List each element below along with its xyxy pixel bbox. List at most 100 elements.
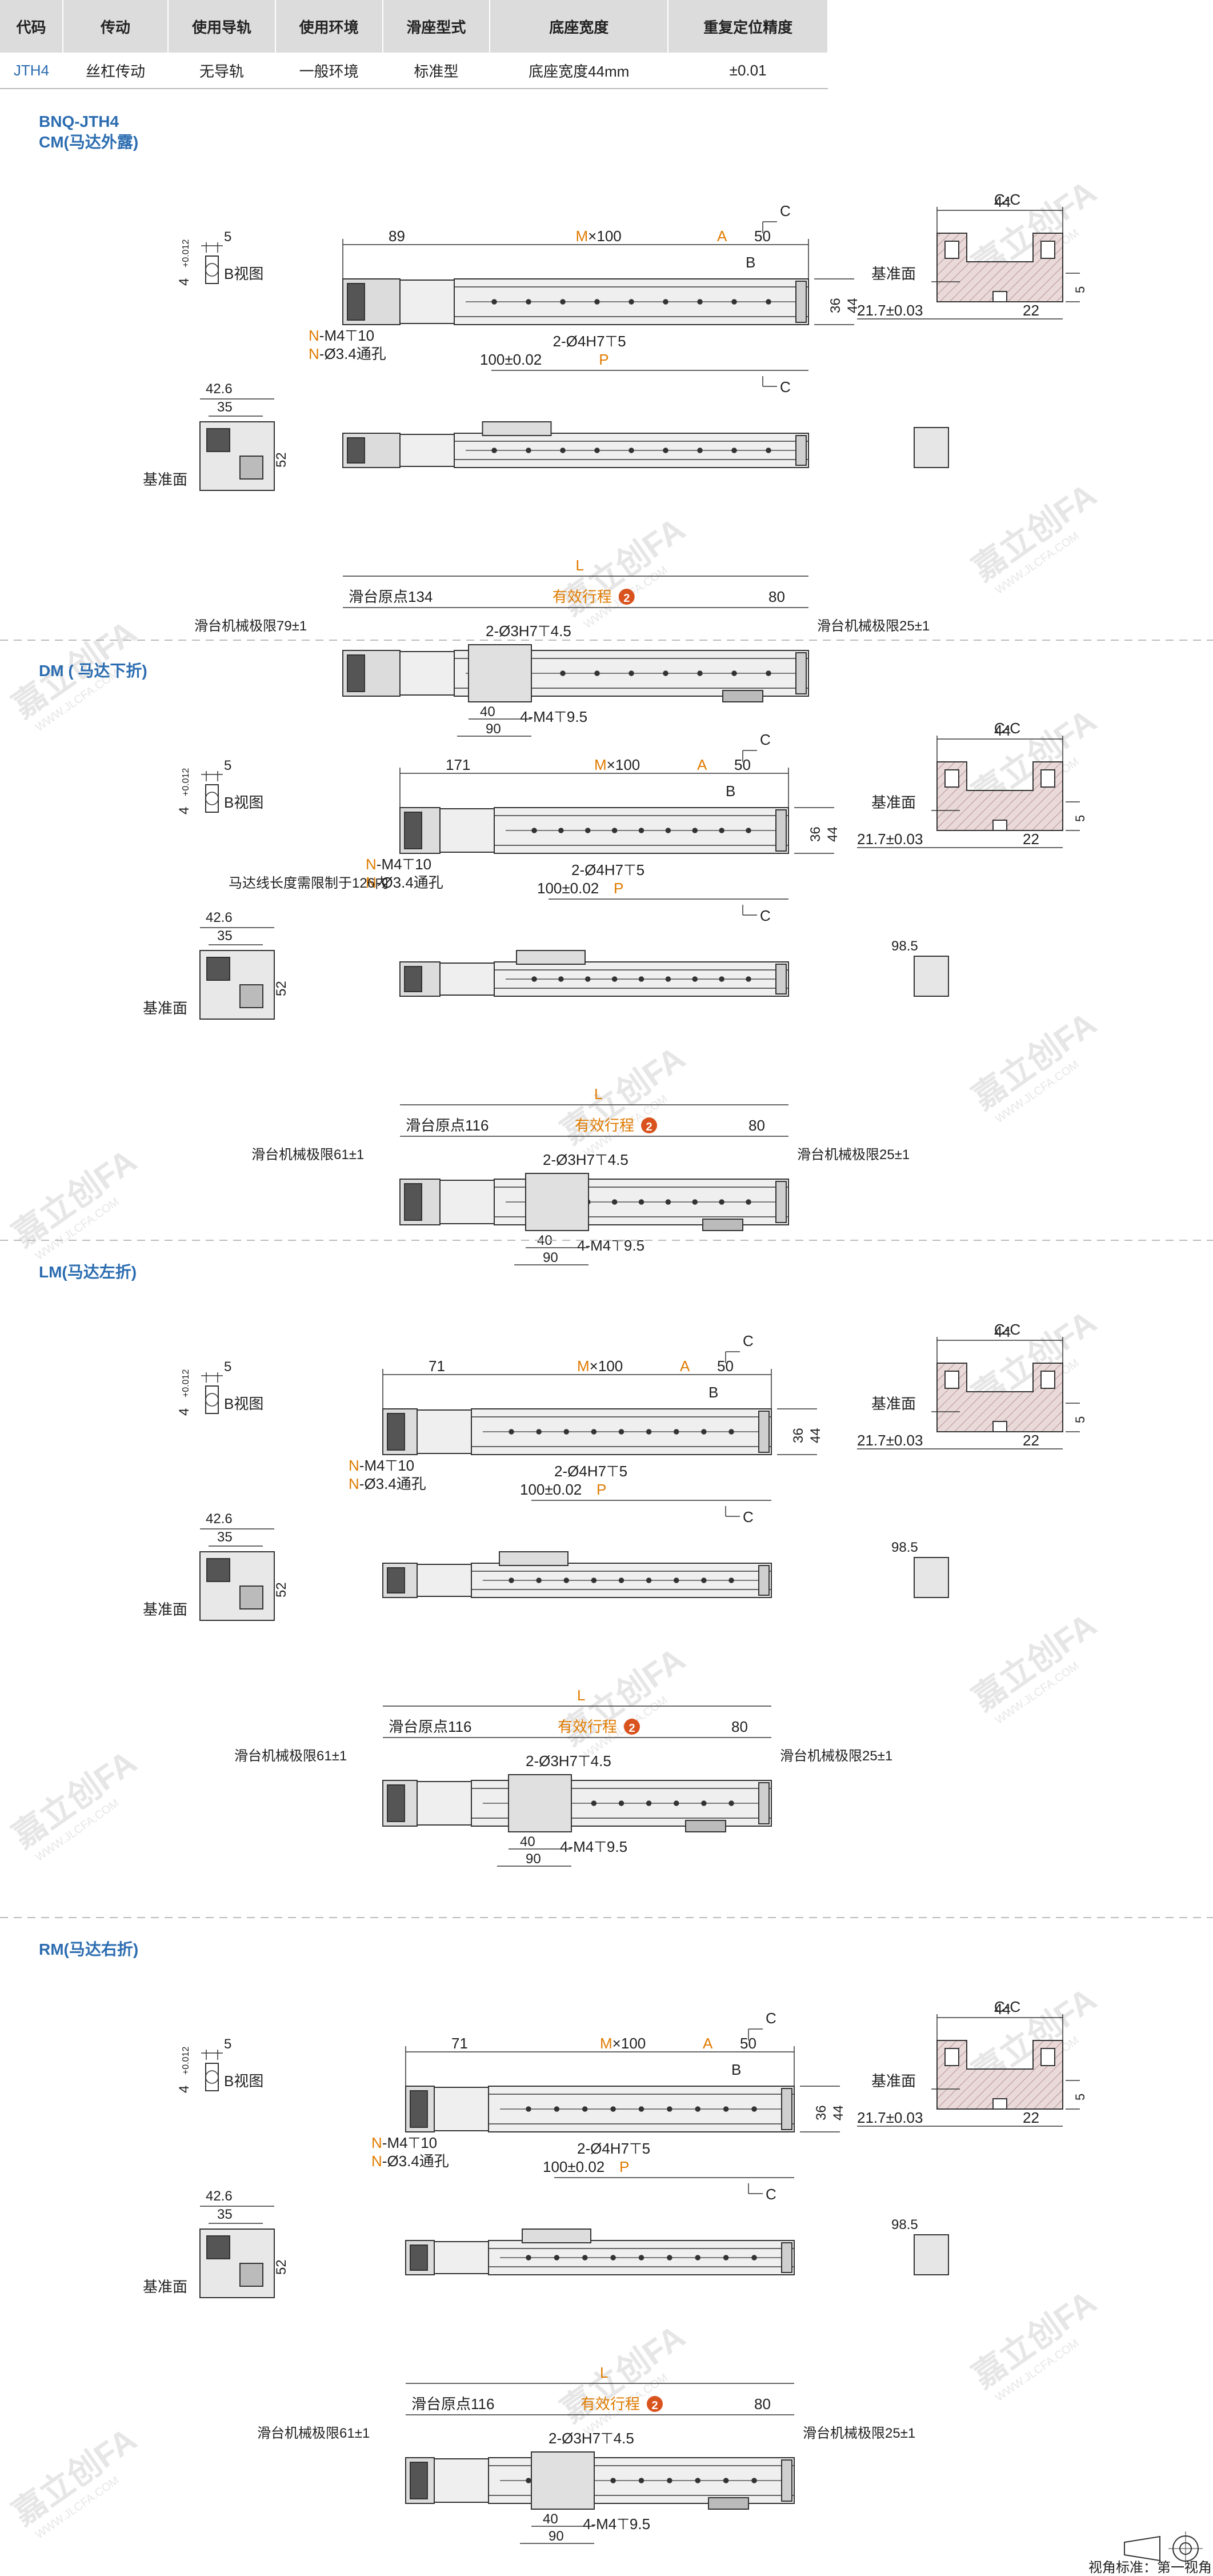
label-text: -M4⊤10 (319, 327, 374, 344)
motor-connector (347, 654, 365, 692)
label-text: -M4⊤10 (359, 1457, 414, 1474)
a-label: A (697, 756, 707, 773)
hole-mark (663, 299, 668, 305)
view-standard: 视角标准：第一视角 (1088, 2531, 1212, 2575)
hole-mark (731, 299, 737, 305)
dimension-label: 5 (224, 1359, 231, 1375)
cc-groove (992, 820, 1007, 831)
end-view-connector (206, 957, 230, 981)
hole-mark (695, 2106, 700, 2112)
dimension-label: 36 (828, 298, 843, 313)
motor-connector (404, 812, 422, 849)
hole-mark (674, 1429, 679, 1435)
limit-block (722, 690, 763, 702)
m-times-100-label: M×100 (577, 1357, 623, 1375)
hole-mark (723, 2478, 729, 2483)
motor-connector (410, 2462, 428, 2499)
slide-block (468, 644, 532, 702)
limit-block (702, 1219, 743, 1231)
dimension-label: 52 (274, 2259, 289, 2275)
label-text: ×100 (590, 1357, 623, 1375)
hole-mark (491, 448, 497, 453)
n-hole-label: N-Ø3.4通孔 (366, 874, 443, 891)
hole-mark (611, 976, 618, 982)
dimension-label: 40 (480, 704, 495, 720)
section-title: CM(马达外露) (39, 133, 138, 151)
label-variable: N (371, 2152, 382, 2170)
stroke-label: 有效行程 (575, 1117, 634, 1134)
hole-mark (554, 2106, 560, 2112)
coupling-housing (439, 1180, 495, 1224)
dimension-label: +0.012 (181, 239, 191, 267)
label-variable: N (309, 327, 319, 344)
slide-block (522, 2228, 591, 2243)
coupling-housing (399, 434, 455, 467)
dimension-label: 98.5 (891, 938, 918, 954)
p-label: P (614, 880, 623, 897)
hole-mark (594, 299, 600, 305)
cc-section-profile (936, 1363, 1063, 1432)
datum-label: 基准面 (143, 1601, 187, 1618)
hole-mark (646, 1577, 652, 1583)
hole-mark (728, 1577, 734, 1583)
dimension-label: 滑台原点116 (411, 2395, 494, 2413)
stroke-badge (624, 1719, 640, 1735)
stroke-label: 有效行程 (553, 588, 612, 605)
dimension-label: 98.5 (891, 2217, 918, 2232)
dimension-label: 52 (274, 452, 289, 468)
hole-mark (667, 2106, 672, 2112)
label-variable: N (349, 1457, 359, 1474)
cc-label: C-C (994, 191, 1020, 208)
hole-mark (205, 263, 219, 277)
label-text: -Ø3.4通孔 (359, 1475, 426, 1492)
end-view-connector (206, 2235, 230, 2259)
dimension-label: 2-Ø4H7⊤5 (554, 1463, 627, 1480)
b-label: B (708, 1384, 718, 1401)
dimension-label: 21.7±0.03 (857, 1432, 923, 1449)
header-drive: 传动 (62, 0, 169, 53)
hole-mark (638, 2478, 644, 2483)
datum-label: 基准面 (871, 265, 916, 282)
c-label: C (766, 2010, 776, 2027)
hole-mark (558, 828, 564, 833)
limit-right: 滑台机械极限25±1 (817, 618, 930, 634)
end-cap (758, 1411, 770, 1453)
hole-mark (751, 2478, 757, 2483)
slide-block (516, 950, 586, 965)
n-m4-label: N-M4⊤10 (371, 2134, 437, 2151)
hole-mark (591, 1429, 597, 1435)
hole-mark (205, 2070, 219, 2084)
hole-mark (618, 1429, 624, 1435)
cc-slot (944, 769, 959, 788)
hole-mark (663, 670, 668, 676)
limit-block (708, 2497, 749, 2510)
end-cap (781, 2242, 792, 2273)
motor-connector (404, 966, 422, 992)
hole-mark (697, 299, 703, 305)
dimension-label: 90 (549, 2529, 564, 2544)
hole-mark (610, 2106, 616, 2112)
slide-block (508, 1774, 572, 1832)
limit-right: 滑台机械极限25±1 (780, 1748, 892, 1764)
label-text: -M4⊤10 (382, 2134, 437, 2151)
hole-mark (585, 828, 591, 833)
hole-mark (746, 976, 751, 982)
dimension-label: 21.7±0.03 (857, 2109, 923, 2126)
coupling-housing (434, 2458, 489, 2503)
end-view-block (239, 984, 263, 1008)
label-text: -Ø3.4通孔 (319, 345, 386, 362)
dimension-label: 22 (1023, 302, 1039, 319)
coupling-housing (417, 1564, 472, 1597)
cc-slot (1040, 769, 1055, 788)
end-cap (758, 1565, 770, 1596)
label-variable: N (309, 345, 319, 362)
hole-mark (719, 1199, 724, 1205)
side-view (914, 2234, 949, 2275)
dimension-label: 5 (1073, 815, 1087, 822)
cc-section-profile (936, 233, 1063, 302)
dimension-label: 44 (825, 826, 840, 842)
c-label: C (766, 2186, 776, 2203)
drawing-section-4: RM(马达右折)嘉立创FAWWW.JLCFA.COM嘉立创FAWWW.JLCFA… (6, 1940, 1103, 2544)
label-variable: N (349, 1475, 359, 1492)
